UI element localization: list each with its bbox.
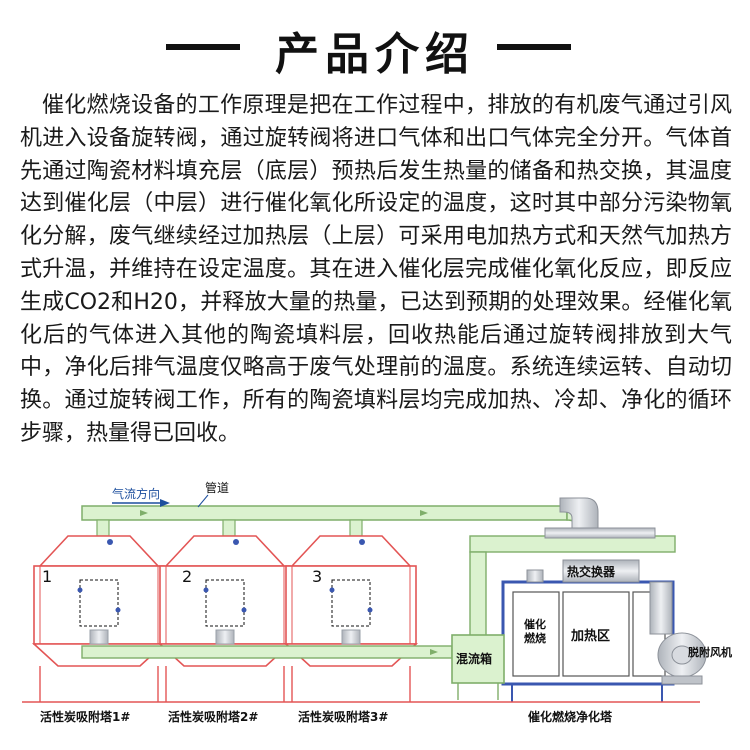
process-diagram: 管道 气流方向 1 2 — [0, 470, 750, 750]
tower-2-access-door — [205, 579, 245, 627]
tower-1-valve-side-r — [115, 607, 121, 613]
tower-3-number: 3 — [312, 567, 322, 586]
heating-zone-chamber — [562, 591, 630, 677]
mixing-box-label: 混流箱 — [456, 651, 492, 666]
unit-label: 催化燃烧净化塔 — [528, 709, 613, 724]
tower-riser-2 — [222, 519, 236, 537]
heating-zone-label: 加热区 — [570, 628, 610, 644]
process-diagram-svg: 管道 气流方向 1 2 — [22, 480, 732, 724]
tower-1-number: 1 — [42, 567, 52, 586]
catalytic-combustion-unit: 热交换器 催化 燃烧 加热区 — [501, 497, 675, 702]
tower-2-label: 活性炭吸附塔2# — [168, 709, 258, 724]
tower-1-access-door — [79, 579, 119, 627]
tower-1-roof — [38, 535, 160, 567]
pipe-label: 管道 — [205, 480, 229, 495]
mixing-box-body — [451, 634, 505, 684]
top-pipe — [81, 505, 568, 521]
heat-exchanger-label: 热交换器 — [567, 564, 616, 579]
tower-3-valve-side-l — [329, 587, 335, 593]
tower-riser-1 — [96, 519, 110, 537]
unit-top-left-valve — [526, 569, 544, 583]
title-right-rule — [497, 44, 571, 50]
pipe-flow-arrow-2 — [420, 510, 428, 516]
heat-exchanger-box — [562, 559, 640, 583]
tower-2-outlet — [215, 629, 235, 645]
tower-2-roof — [164, 535, 286, 567]
desorption-fan: 脱附风机 — [649, 581, 732, 685]
tower-3-valve-side-r — [367, 607, 373, 613]
tower-riser-3 — [349, 519, 363, 537]
heat-exchanger-elbow — [559, 497, 599, 529]
adsorption-tower-2: 2 — [157, 535, 293, 702]
catalytic-label-line-1: 催化 — [524, 617, 546, 631]
page-title: 产品介绍 — [275, 29, 475, 80]
title-left-rule — [166, 44, 240, 50]
tower-2-valve-side-l — [203, 587, 209, 593]
tower-3-valve-top — [359, 539, 365, 545]
fan-inlet — [671, 645, 693, 665]
fan-label: 脱附风机 — [688, 645, 732, 659]
tower-1-valve-top — [107, 539, 113, 545]
mixing-box: 混流箱 — [451, 634, 505, 700]
fan-vertical-duct — [649, 581, 673, 635]
tower-1-valve-side-l — [77, 587, 83, 593]
pipe-flow-arrow-1 — [140, 510, 148, 516]
tower-1-label: 活性炭吸附塔1# — [40, 709, 130, 724]
catalytic-label-line-2: 燃烧 — [523, 631, 546, 645]
heat-exchanger-top-duct — [544, 527, 656, 539]
pipe-label-leader — [197, 494, 209, 508]
tower-1-outlet — [89, 629, 109, 645]
airflow-arrowhead — [160, 499, 170, 507]
adsorption-tower-1: 1 — [31, 535, 167, 702]
tower-3-access-door — [331, 579, 371, 627]
tower-2-valve-top — [233, 539, 239, 545]
airflow-label: 气流方向 — [112, 486, 160, 501]
tower-3-label: 活性炭吸附塔3# — [298, 709, 388, 724]
tower-3-outlet — [341, 629, 361, 645]
adsorption-tower-3: 3 — [283, 535, 419, 702]
collector-flow-arrow — [430, 649, 438, 655]
intro-paragraph: 催化燃烧设备的工作原理是把在工作过程中，排放的有机废气通过引风机进入设备旋转阀，… — [20, 93, 732, 446]
bottom-collector-pipe — [81, 645, 453, 659]
tower-2-number: 2 — [182, 567, 192, 586]
fan-base — [661, 675, 703, 685]
catalytic-chamber — [512, 591, 560, 677]
tower-3-roof — [290, 535, 412, 567]
tower-2-valve-side-r — [241, 607, 247, 613]
